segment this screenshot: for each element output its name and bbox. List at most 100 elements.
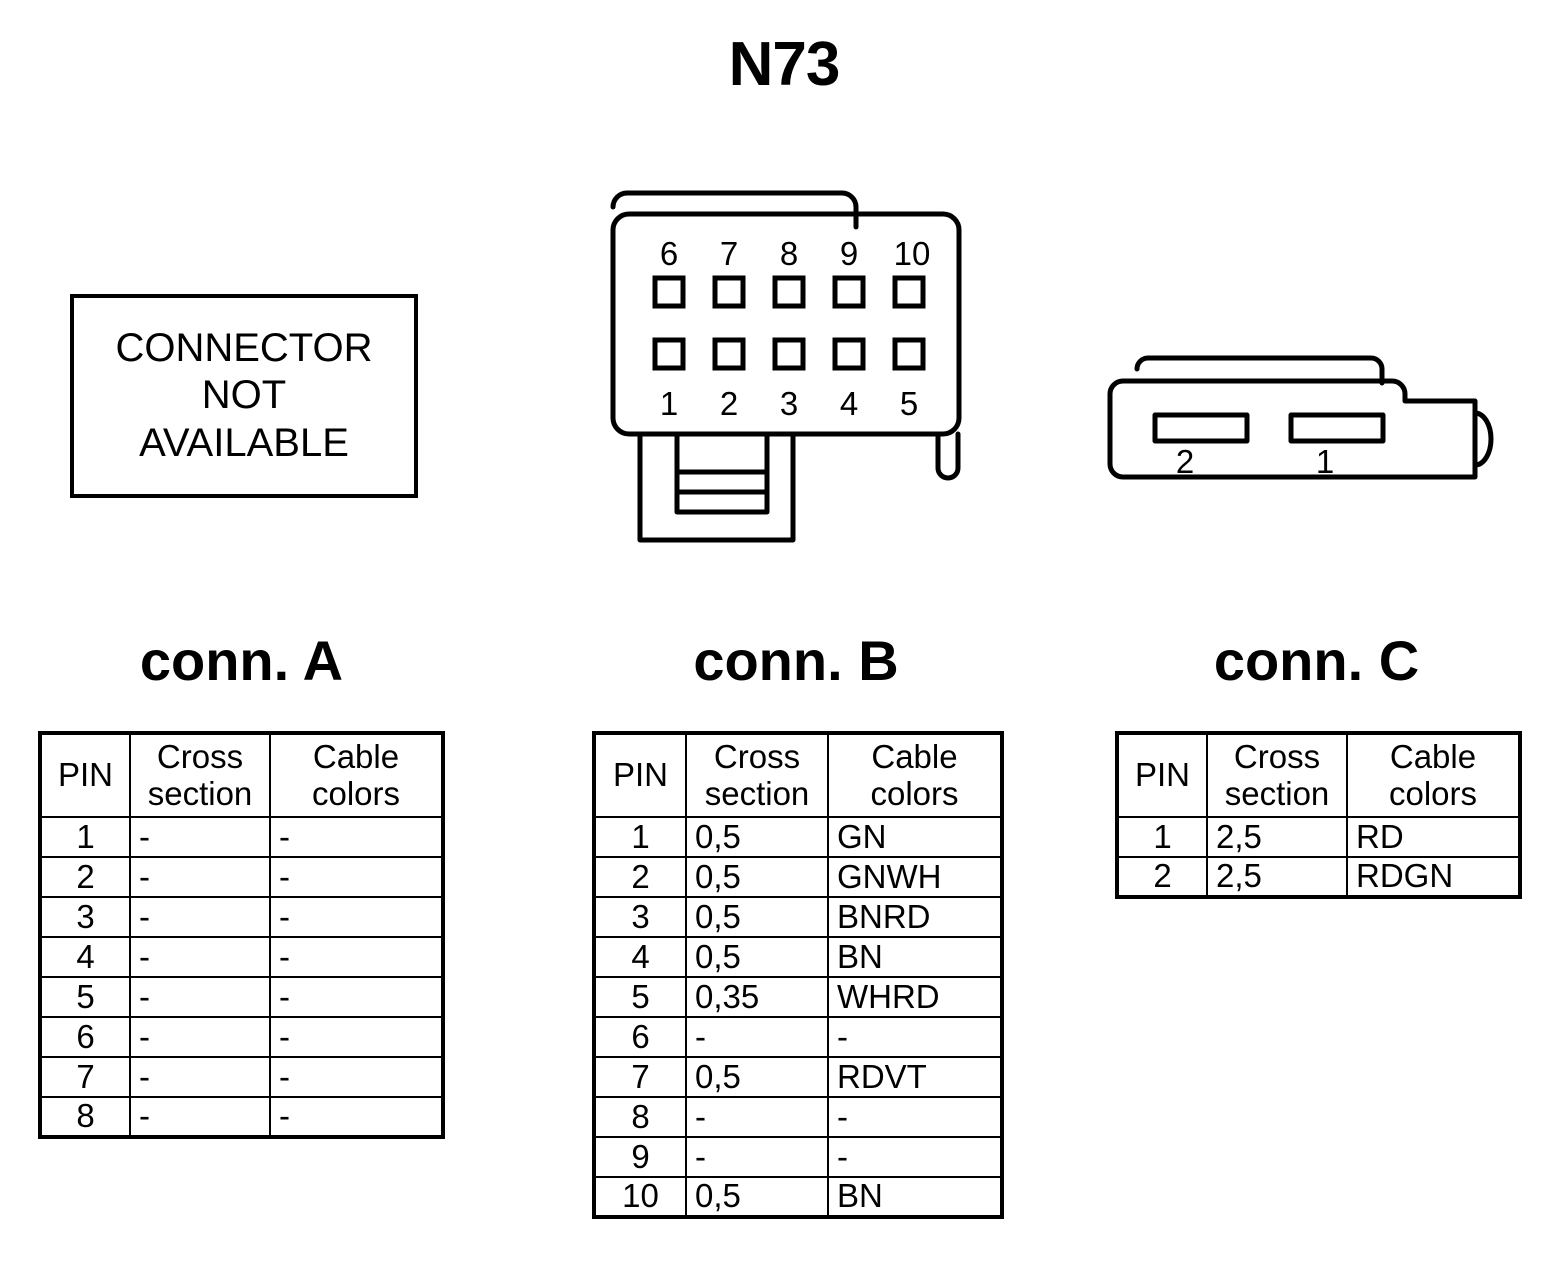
cross-section-line-2: section — [1224, 774, 1330, 812]
connector-b-pin-cavity-5 — [892, 337, 926, 371]
heading-conn-a: conn. A — [139, 629, 344, 692]
column-header-cable-colors: Cable colors — [827, 732, 1003, 818]
connector-b-pin-label-10: 10 — [894, 235, 931, 272]
cell-cable-colors: - — [269, 1016, 444, 1058]
cable-colors-line-1: Cable — [312, 738, 400, 776]
cell-cable-colors: BNRD — [827, 896, 1003, 938]
column-header-pin: PIN — [39, 732, 131, 818]
cell-cross-section: - — [129, 936, 271, 978]
cell-cross-section: 0,5 — [685, 1176, 829, 1218]
cell-cross-section: 0,5 — [685, 936, 829, 978]
cell-cross-section: - — [129, 1016, 271, 1058]
cell-cable-colors: - — [827, 1096, 1003, 1138]
cell-cross-section: 0,5 — [685, 816, 829, 858]
connector-b-shroud — [637, 431, 796, 543]
connector-b-pin-label-8: 8 — [780, 235, 798, 272]
heading-conn-c: conn. C — [1213, 629, 1420, 692]
cell-pin: 9 — [593, 1136, 687, 1178]
connector-b-latch-tab — [610, 190, 859, 230]
table-row: 5-- — [39, 976, 444, 1018]
connector-c-slot-label-2: 2 — [1176, 443, 1194, 480]
cell-cross-section: - — [129, 856, 271, 898]
table-row: 3-- — [39, 896, 444, 938]
not-available-line-2: NOT — [201, 373, 287, 418]
connector-c-slot-label-1: 1 — [1316, 443, 1334, 480]
pin-table-conn-a-body: 1--2--3--4--5--6--7--8-- — [39, 816, 444, 1138]
cell-cable-colors: RDGN — [1346, 856, 1521, 898]
cell-pin: 8 — [39, 1096, 131, 1138]
cell-cable-colors: - — [269, 1096, 444, 1138]
cable-colors-line-1: Cable — [1389, 738, 1477, 776]
table-row: 4-- — [39, 936, 444, 978]
cell-cable-colors: BN — [827, 1176, 1003, 1218]
table-row: 2-- — [39, 856, 444, 898]
connector-b-pin-cavity-8 — [772, 275, 806, 309]
cable-colors-line-1: Cable — [871, 738, 958, 776]
cell-pin: 2 — [593, 856, 687, 898]
cell-cable-colors: - — [827, 1136, 1003, 1178]
connector-c-lock-bump — [1472, 410, 1494, 468]
connector-c-slot-2 — [1152, 412, 1250, 444]
connector-b-pin-label-9: 9 — [840, 235, 858, 272]
column-header-pin: PIN — [1116, 732, 1208, 818]
connector-b-pin-label-7: 7 — [720, 235, 738, 272]
cable-colors-line-2: colors — [1388, 774, 1478, 812]
cell-cross-section: 2,5 — [1206, 856, 1348, 898]
heading-conn-b: conn. B — [693, 629, 899, 692]
connector-b-pin-label-4: 4 — [840, 385, 858, 422]
connector-c-illustration: 2 1 — [1107, 355, 1494, 480]
cell-cable-colors: RD — [1346, 816, 1521, 858]
pin-table-conn-a: PIN Cross section Cable colors 1--2--3--… — [38, 731, 445, 1139]
cell-cross-section: - — [129, 976, 271, 1018]
not-available-line-3: AVAILABLE — [139, 420, 349, 465]
cell-pin: 6 — [39, 1016, 131, 1058]
table-row: 8-- — [593, 1096, 1003, 1138]
cell-pin: 2 — [1116, 856, 1208, 898]
cell-cross-section: - — [685, 1096, 829, 1138]
column-header-cable-colors: Cable colors — [1346, 732, 1521, 818]
cell-cable-colors: BN — [827, 936, 1003, 978]
cell-cable-colors: - — [269, 936, 444, 978]
cell-cable-colors: - — [269, 1056, 444, 1098]
connector-b-illustration: 6 7 8 9 10 1 2 3 4 5 — [610, 190, 962, 543]
connector-not-available-box: CONNECTOR NOT AVAILABLE — [70, 294, 418, 498]
cell-pin: 10 — [593, 1176, 687, 1218]
column-header-cross-section: Cross section — [685, 732, 829, 818]
cell-cross-section: 0,5 — [685, 1056, 829, 1098]
cross-section-line-1: Cross — [156, 738, 244, 776]
cell-cross-section: 2,5 — [1206, 816, 1348, 858]
connector-b-pin-cavity-6 — [652, 275, 686, 309]
connector-b-pin-label-1: 1 — [660, 385, 678, 422]
cell-cross-section: 0,5 — [685, 896, 829, 938]
cell-pin: 4 — [39, 936, 131, 978]
table-row: 8-- — [39, 1096, 444, 1138]
cable-colors-line-2: colors — [311, 774, 401, 812]
connector-c-slot-1 — [1288, 412, 1386, 444]
cell-cable-colors: - — [269, 896, 444, 938]
cell-cable-colors: - — [827, 1016, 1003, 1058]
connector-b-pin-label-2: 2 — [720, 385, 738, 422]
connector-c-latch-tab — [1134, 355, 1385, 386]
cell-cable-colors: GNWH — [827, 856, 1003, 898]
cell-pin: 1 — [1116, 816, 1208, 858]
connector-b-pin-label-6: 6 — [660, 235, 678, 272]
connector-b-pin-cavity-1 — [652, 337, 686, 371]
cell-pin: 6 — [593, 1016, 687, 1058]
column-header-cable-colors: Cable colors — [269, 732, 444, 818]
cell-pin: 4 — [593, 936, 687, 978]
connector-b-pin-cavity-10 — [892, 275, 926, 309]
column-header-pin: PIN — [593, 732, 687, 818]
cross-section-line-2: section — [704, 774, 810, 812]
connector-b-pin-cavity-7 — [712, 275, 746, 309]
cable-colors-line-2: colors — [870, 774, 959, 812]
connector-b-pin-cavity-3 — [772, 337, 806, 371]
